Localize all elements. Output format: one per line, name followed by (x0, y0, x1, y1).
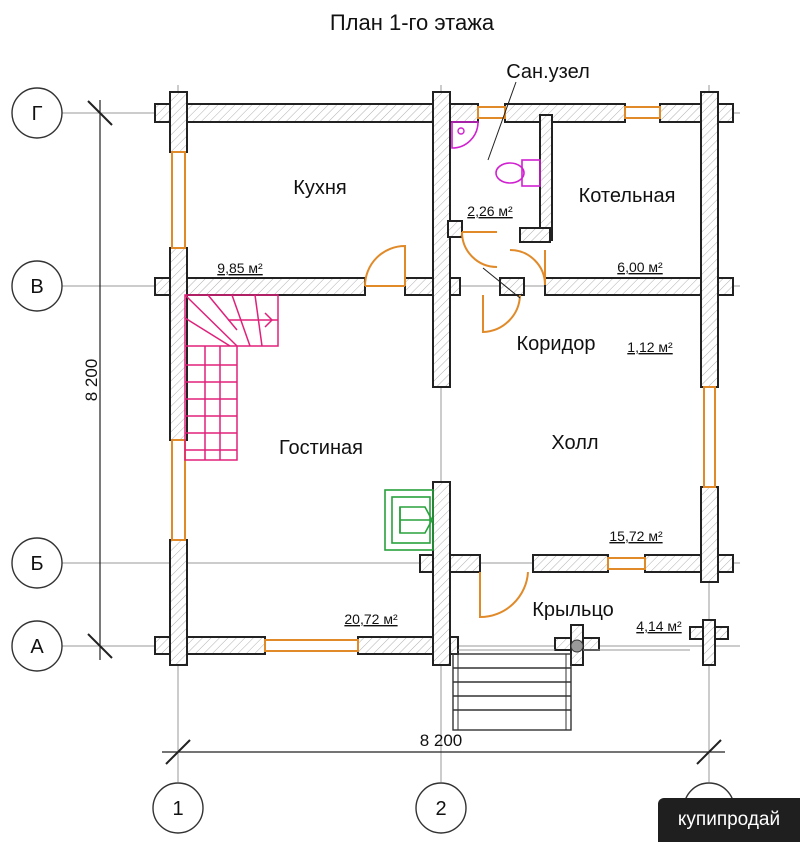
axis-row-v: В (30, 276, 43, 298)
room-kitchen-name: Кухня (293, 177, 347, 199)
porch-steps (452, 649, 690, 731)
axis-row-g: Г (32, 103, 43, 125)
room-bathroom-name: Сан.узел (506, 61, 589, 83)
room-porch-name: Крыльцо (532, 599, 614, 621)
axis-markers-cols: 1 2 3 (152, 782, 735, 834)
width-dimension-label: 8 200 (420, 731, 463, 750)
room-boiler-name: Котельная (579, 185, 676, 207)
axis-col-2: 2 (435, 798, 446, 820)
axis-markers-rows: Г В Б А (11, 87, 63, 672)
fireplace (384, 489, 434, 551)
doors (364, 231, 546, 619)
room-hall-name: Холл (551, 432, 598, 454)
height-dimension: 8 200 (82, 100, 113, 660)
leader-lines (482, 81, 521, 299)
walls (154, 91, 734, 666)
room-living-name: Гостиная (279, 437, 363, 459)
room-hall-area: 15,72 м² (609, 528, 663, 544)
room-kitchen-area: 9,85 м² (217, 260, 263, 276)
axis-col-1: 1 (172, 798, 183, 820)
plan-title: План 1-го этажа (330, 10, 495, 35)
height-dimension-label: 8 200 (82, 359, 101, 402)
axis-row-b: Б (30, 553, 43, 575)
room-porch-area: 4,14 м² (636, 618, 682, 634)
room-labels: Кухня 9,85 м² Сан.узел 2,26 м² Котельная… (217, 61, 682, 634)
axis-row-a: А (30, 636, 44, 658)
room-boiler-area: 6,00 м² (617, 259, 663, 275)
watermark-logo: купипродай (658, 798, 800, 842)
windows (171, 106, 716, 652)
room-living-area: 20,72 м² (344, 611, 398, 627)
bathroom-fixtures (451, 121, 541, 187)
staircase (184, 294, 279, 461)
room-corridor-name: Коридор (517, 333, 596, 355)
room-corridor-area: 1,12 м² (627, 339, 673, 355)
width-dimension: 8 200 (162, 731, 725, 765)
room-bathroom-area: 2,26 м² (467, 203, 513, 219)
